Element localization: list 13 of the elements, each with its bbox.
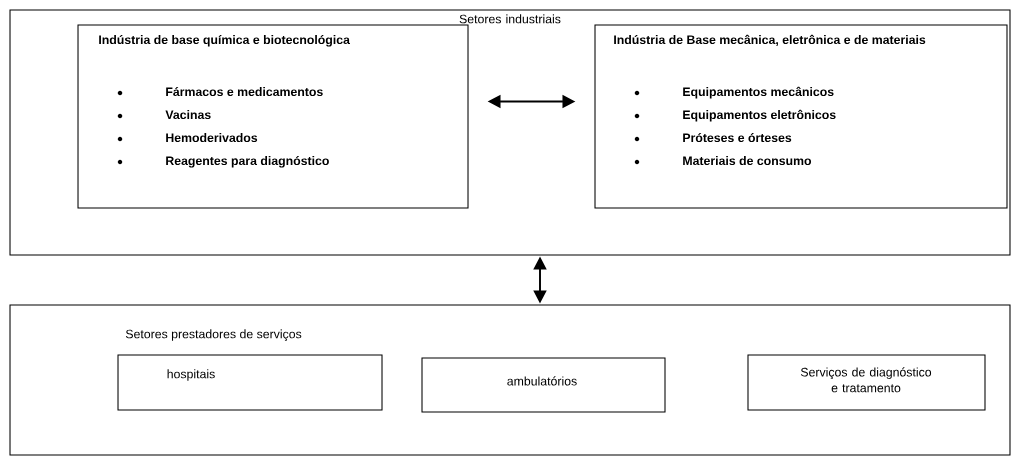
category-box: Indústria de base química e biotecnológica Fármacos e medicamentos Vacinas Hemoderivados Reagentes para diagnóstico <box>77 24 469 209</box>
list-item: Materiais de consumo <box>634 156 812 166</box>
list-item: Fármacos e medicamentos <box>117 87 323 97</box>
list-item: Reagentes para diagnóstico <box>117 156 329 168</box>
service-box: hospitais <box>117 354 383 411</box>
list-item: Hemoderivados <box>117 133 258 143</box>
service-box: Serviços de diagnóstico e tratamento <box>747 354 986 411</box>
category-box: Indústria de Base mecânica, eletrônica e de materiais Equipamentos mecânicos Equipamentos eletrônicos Próteses e órteses Materiais de consumo <box>594 24 1008 209</box>
list-item: Equipamentos mecânicos <box>634 86 834 99</box>
list-item: Equipamentos eletrônicos <box>634 109 836 122</box>
list-item: Vacinas <box>117 110 211 120</box>
service-box: ambulatórios <box>421 357 666 413</box>
list-item: Próteses e órteses <box>634 133 792 143</box>
